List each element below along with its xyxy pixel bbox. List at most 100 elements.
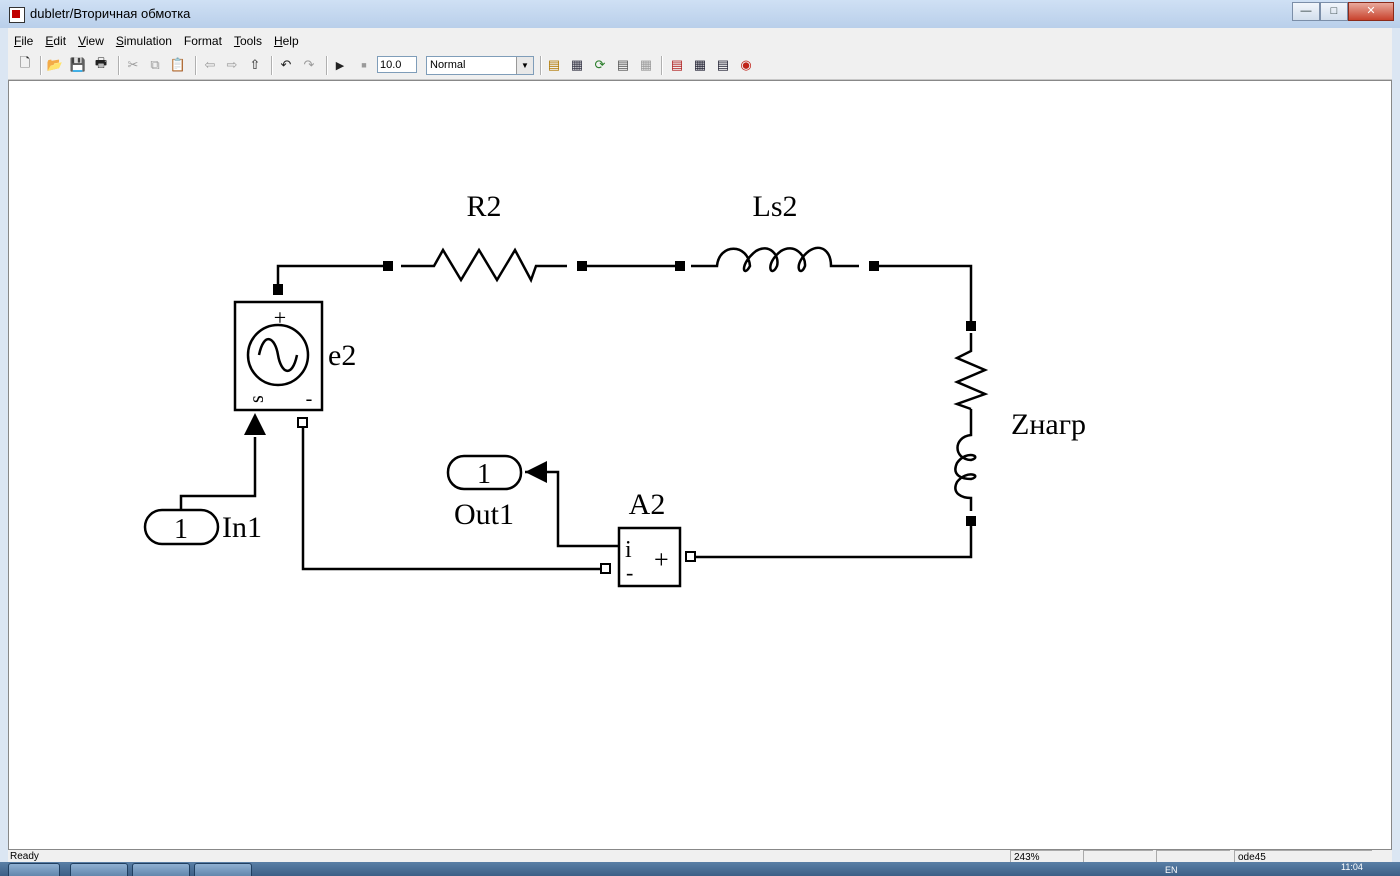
find-icon[interactable]: ▦	[693, 57, 707, 72]
ls2-inductor-block[interactable]: Ls2	[675, 190, 879, 273]
solver-cell: ode45	[1234, 850, 1372, 862]
menu-help[interactable]: Help	[273, 34, 299, 48]
ls2-port-left	[675, 261, 685, 271]
simulation-mode-select[interactable]: Normal ▼	[426, 56, 534, 75]
model-advisor-icon[interactable]: ▤	[670, 57, 684, 72]
menu-format[interactable]: Format	[183, 34, 222, 48]
r2-resistor-block[interactable]: R2	[383, 190, 587, 284]
start-simulation-icon[interactable]: ▶	[335, 59, 345, 72]
zoom-cell: 243%	[1010, 850, 1080, 862]
e2-input-arrow	[244, 413, 266, 435]
toolbar-separator	[326, 56, 328, 75]
menu-edit[interactable]: Edit	[45, 34, 67, 48]
new-model-icon[interactable]: 🗋	[19, 55, 31, 70]
redo-icon[interactable]: ↷	[303, 57, 315, 72]
e2-voltage-source-block[interactable]: + - s e2	[233, 284, 356, 428]
cut-icon[interactable]: ✂	[127, 57, 139, 72]
out1-port-number: 1	[477, 459, 491, 490]
wire-load-to-a2-plus	[691, 521, 973, 559]
resistor-zigzag	[401, 247, 567, 284]
taskbar-word-button[interactable]	[132, 863, 190, 876]
out1-port-block[interactable]: 1 Out1	[446, 454, 523, 531]
build-icon[interactable]: ▤	[547, 57, 561, 72]
window-controls: — □ ✕	[1292, 2, 1394, 21]
sine-source-symbol	[246, 323, 310, 387]
forward-arrow-icon[interactable]: ⇨	[226, 57, 238, 72]
update-diagram-icon[interactable]: ⟳	[594, 57, 606, 72]
taskbar-explorer-button[interactable]	[70, 863, 128, 876]
toolbar: 🗋 📂 💾 🖶 ✂ ⧉ 📋 ⇦ ⇨ ⇧ ↶ ↷ ▶ ■ 10.0 Normal …	[8, 52, 1392, 80]
a2-label: A2	[629, 488, 666, 521]
title-bar: dubletr/Вторичная обмотка — □ ✕	[0, 0, 1400, 28]
source-port-minus	[297, 417, 308, 428]
in1-port-block[interactable]: 1 In1	[143, 508, 262, 546]
source-port-plus	[273, 284, 283, 295]
menu-file[interactable]: File	[14, 34, 34, 48]
out1-port-shape	[446, 454, 523, 491]
ammeter-frame	[617, 526, 682, 588]
copy-icon[interactable]: ⧉	[150, 57, 160, 72]
signal-in1-to-e2	[179, 437, 257, 513]
toolbar-separator	[271, 56, 273, 75]
zoom-level: 243%	[1014, 852, 1040, 862]
ammeter-port-minus	[600, 563, 611, 574]
language-indicator[interactable]: EN	[1165, 865, 1178, 875]
r2-label: R2	[466, 190, 501, 223]
stop-simulation-icon[interactable]: ■	[361, 60, 367, 70]
source-plus-sign: +	[274, 305, 286, 330]
taskbar-matlab-button[interactable]	[194, 863, 252, 876]
properties-icon[interactable]: ▤	[716, 57, 730, 72]
load-label: Zнагр	[1011, 408, 1086, 441]
clock[interactable]: 11:04	[1341, 862, 1363, 872]
start-button[interactable]	[8, 863, 60, 876]
open-folder-icon[interactable]: 📂	[46, 57, 64, 72]
a2-ammeter-block[interactable]: i - + A2	[600, 488, 696, 588]
taskbar: EN 11:04	[0, 862, 1400, 876]
menu-tools[interactable]: Tools	[233, 34, 262, 48]
out1-input-arrow	[525, 461, 547, 483]
library-browser-icon[interactable]: ▦	[570, 57, 584, 72]
debugger-icon[interactable]: ◉	[740, 57, 752, 72]
window-title: dubletr/Вторичная обмотка	[30, 6, 191, 21]
load-rl-block[interactable]: Zнагр	[953, 321, 1086, 526]
status-cell	[1156, 850, 1230, 862]
up-arrow-icon[interactable]: ⇧	[249, 57, 261, 72]
maximize-button[interactable]: □	[1320, 2, 1348, 21]
undo-icon[interactable]: ↶	[280, 57, 292, 72]
signal-a2-to-out1	[525, 470, 618, 548]
menu-simulation[interactable]: Simulation	[115, 34, 172, 48]
print-icon[interactable]: 🖶	[94, 55, 108, 70]
connection-lines	[179, 264, 973, 571]
sine-wave-icon	[257, 338, 299, 372]
block-diagram: R2 Ls2 Zнагр + - s e2	[143, 190, 1086, 588]
ammeter-plus-label: +	[654, 545, 669, 574]
toolbar-separator	[661, 56, 663, 75]
wire-e2-minus-to-a2-minus	[301, 422, 606, 571]
simulation-mode-value: Normal	[430, 59, 466, 71]
model-explorer-icon[interactable]: ▤	[616, 57, 630, 72]
chevron-down-icon[interactable]: ▼	[516, 57, 533, 74]
wire-e2-plus-to-r2	[276, 264, 388, 290]
back-arrow-icon[interactable]: ⇦	[204, 57, 216, 72]
status-text: Ready	[10, 851, 39, 862]
close-button[interactable]: ✕	[1348, 2, 1394, 21]
ammeter-port-plus	[685, 551, 696, 562]
toolbar-separator	[118, 56, 120, 75]
load-inductor-coil	[954, 409, 977, 511]
ls2-label: Ls2	[753, 190, 798, 223]
save-icon[interactable]: 💾	[69, 57, 87, 72]
menu-view[interactable]: View	[78, 34, 104, 48]
load-resistor-zigzag	[953, 333, 989, 411]
source-signal-port-label: s	[246, 395, 268, 403]
toolbar-separator	[40, 56, 42, 75]
status-bar: Ready 243% ode45	[8, 850, 1392, 862]
in1-label: In1	[222, 511, 262, 544]
minimize-button[interactable]: —	[1292, 2, 1320, 21]
subsystem-icon[interactable]: ▦	[639, 57, 653, 72]
stop-time-input[interactable]: 10.0	[377, 56, 417, 73]
menu-bar: File Edit View Simulation Format Tools H…	[8, 28, 1392, 52]
in1-port-shape	[143, 508, 220, 546]
wire-ls2-to-load	[874, 264, 973, 325]
model-canvas[interactable]: R2 Ls2 Zнагр + - s e2	[8, 80, 1392, 850]
paste-icon[interactable]: 📋	[169, 57, 187, 72]
